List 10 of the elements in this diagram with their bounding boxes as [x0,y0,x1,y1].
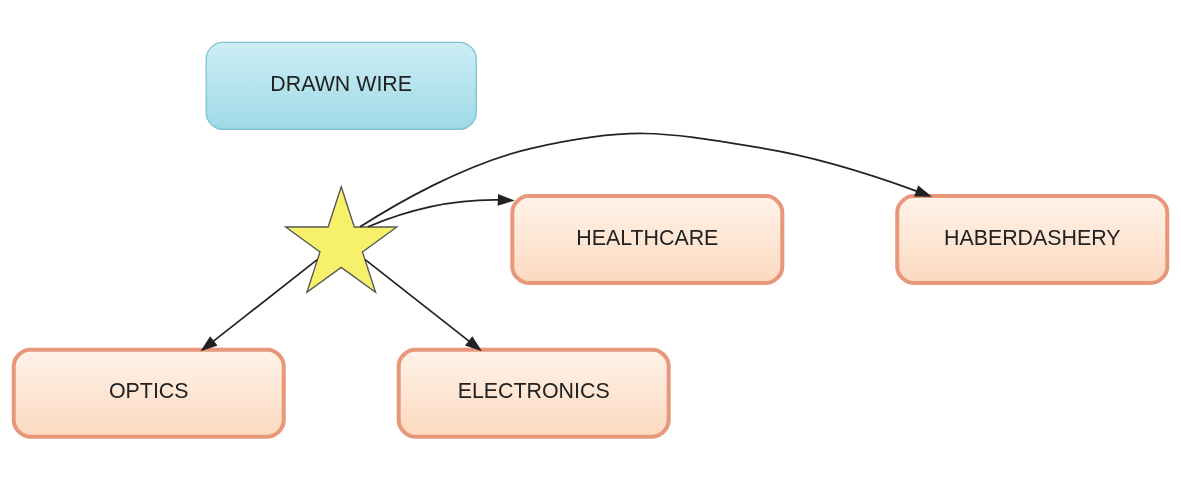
node-box: HABERDASHERY [895,193,1170,285]
node-box: DRAWN WIRE [205,41,477,130]
node-box: HEALTHCARE [510,193,785,285]
node-box: ELECTRONICS [396,347,671,439]
arrow [359,132,932,228]
arrow [364,258,482,351]
node-box: OPTICS [11,347,286,439]
arrow [367,193,515,228]
node-star [283,184,399,294]
arrow [200,258,319,351]
